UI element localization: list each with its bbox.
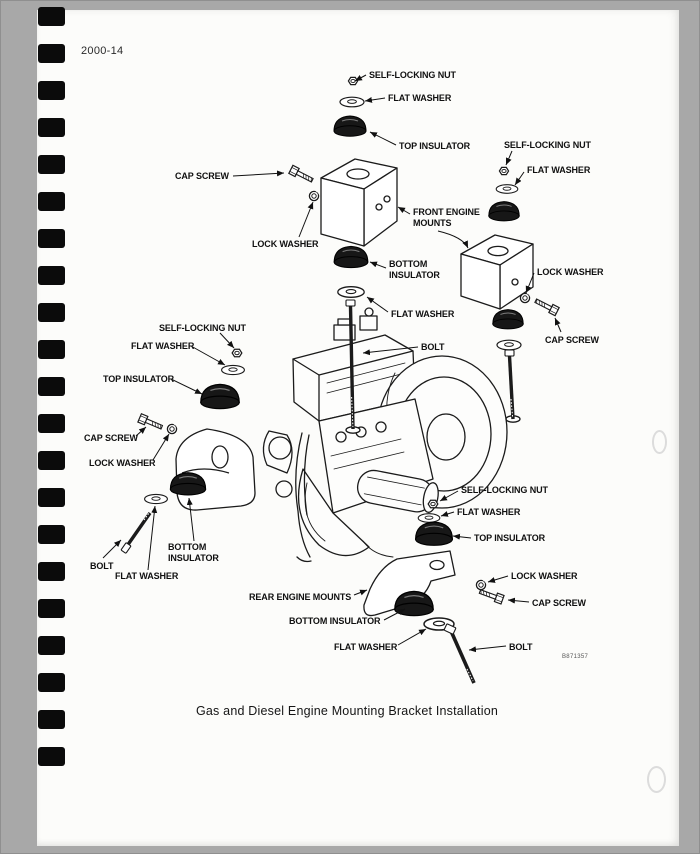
binding-tooth [38, 81, 65, 100]
flat-washer-part [495, 184, 519, 194]
label-front-left-flat-washer-lower: FLAT WASHER [391, 309, 455, 319]
label-rear-right-flat-washer-upper: FLAT WASHER [457, 507, 521, 517]
binding-tooth [38, 229, 65, 248]
self-locking-nut-part [347, 76, 359, 86]
bolt-part [504, 349, 515, 357]
scan-artifact-ring [652, 430, 667, 454]
binding-tooth [38, 192, 65, 211]
label-front-bolt: BOLT [421, 342, 445, 352]
lock-washer-part [166, 423, 178, 435]
binding-tooth [38, 414, 65, 433]
hardware-parts [120, 76, 560, 684]
binding-tooth [38, 525, 65, 544]
binding-tooth [38, 710, 65, 729]
rear-left-bracket [175, 428, 256, 511]
label-rear-engine-mounts: REAR ENGINE MOUNTS [249, 592, 352, 602]
bottom-insulator-part [394, 590, 434, 617]
top-insulator-part [333, 115, 367, 137]
flat-washer-part [496, 339, 522, 351]
bottom-insulator-part [492, 309, 524, 330]
binding-tooth [38, 303, 65, 322]
binding-tooth [38, 636, 65, 655]
label-front-left-lock-washer: LOCK WASHER [252, 239, 319, 249]
binding-tooth [38, 118, 65, 137]
label-rear-right-bolt: BOLT [509, 642, 533, 652]
label-rear-right-top-insulator: TOP INSULATOR [474, 533, 546, 543]
cap-screw-part [137, 413, 165, 432]
top-insulator-part [200, 383, 240, 410]
label-front-left-nut: SELF-LOCKING NUT [369, 70, 456, 80]
label-rear-right-lock-washer: LOCK WASHER [511, 571, 578, 581]
figure-code: B871357 [562, 654, 589, 660]
mount-brackets [175, 158, 534, 617]
binding-tooth [38, 599, 65, 618]
label-rear-right-nut: SELF-LOCKING NUT [461, 485, 548, 495]
figure-caption: Gas and Diesel Engine Mounting Bracket I… [195, 704, 499, 718]
label-rear-left-bottom-insulator: BOTTOM INSULATOR [168, 542, 219, 563]
cap-screw-part [533, 296, 560, 317]
front-right-bracket [460, 234, 534, 310]
label-front-engine-mounts: FRONT ENGINE MOUNTS [413, 207, 480, 228]
bottom-insulator-part [169, 472, 207, 496]
bottom-insulator-part [333, 245, 369, 269]
engine-illustration [262, 307, 521, 563]
self-locking-nut-part [498, 166, 510, 176]
label-rear-left-bolt: BOLT [90, 561, 114, 571]
front-bolts [345, 299, 515, 430]
label-rear-left-top-insulator: TOP INSULATOR [103, 374, 175, 384]
label-rear-left-flat-washer-lower: FLAT WASHER [115, 571, 179, 581]
rear-left-bolt-part [120, 512, 152, 554]
page-number: 2000-14 [81, 45, 124, 57]
label-rear-right-cap-screw: CAP SCREW [532, 598, 586, 608]
flat-washer-part [339, 96, 365, 108]
binding-tooth [38, 44, 65, 63]
label-rear-right-bottom-insulator: BOTTOM INSULATOR [289, 616, 381, 626]
binding-tooth [38, 562, 65, 581]
binding-tooth [38, 340, 65, 359]
callout-arrows [102, 74, 562, 653]
flat-washer-part [221, 364, 245, 376]
cap-screw-part [288, 164, 315, 185]
binding-tooth [38, 673, 65, 692]
binding-tooth [38, 488, 65, 507]
rear-right-bracket [363, 550, 456, 617]
binding-tooth [38, 747, 65, 766]
scan-artifact-ring [647, 766, 666, 793]
label-rear-left-flat-washer-upper: FLAT WASHER [131, 341, 195, 351]
label-front-right-cap-screw: CAP SCREW [545, 335, 599, 345]
self-locking-nut-part [231, 348, 243, 358]
label-front-left-top-insulator: TOP INSULATOR [399, 141, 471, 151]
self-locking-nut-part [427, 499, 439, 509]
label-front-left-flat-washer-upper: FLAT WASHER [388, 93, 452, 103]
flat-washer-part [144, 493, 168, 505]
flat-washer-part [417, 513, 441, 523]
lock-washer-part [475, 579, 487, 591]
front-left-bracket [320, 158, 398, 247]
binding-tooth [38, 377, 65, 396]
label-front-left-bottom-insulator: BOTTOM INSULATOR [389, 259, 440, 280]
lock-washer-part [519, 292, 531, 304]
label-front-right-nut: SELF-LOCKING NUT [504, 140, 591, 150]
rear-right-bolt-part [443, 623, 476, 684]
bolt-part [345, 299, 356, 307]
binding-tooth [38, 451, 65, 470]
label-front-right-lock-washer: LOCK WASHER [537, 267, 604, 277]
label-rear-left-lock-washer: LOCK WASHER [89, 458, 156, 468]
label-rear-left-nut: SELF-LOCKING NUT [159, 323, 246, 333]
spiral-binding [38, 7, 65, 766]
label-front-left-cap-screw: CAP SCREW [175, 171, 229, 181]
flat-washer-part [337, 286, 365, 298]
cap-screw-part [477, 586, 505, 605]
label-rear-right-flat-washer-lower: FLAT WASHER [334, 642, 398, 652]
label-rear-left-cap-screw: CAP SCREW [84, 433, 138, 443]
binding-tooth [38, 155, 65, 174]
lock-washer-part [308, 190, 320, 202]
binding-tooth [38, 266, 65, 285]
top-insulator-part [415, 521, 453, 546]
label-front-right-flat-washer-upper: FLAT WASHER [527, 165, 591, 175]
binding-tooth [38, 7, 65, 26]
